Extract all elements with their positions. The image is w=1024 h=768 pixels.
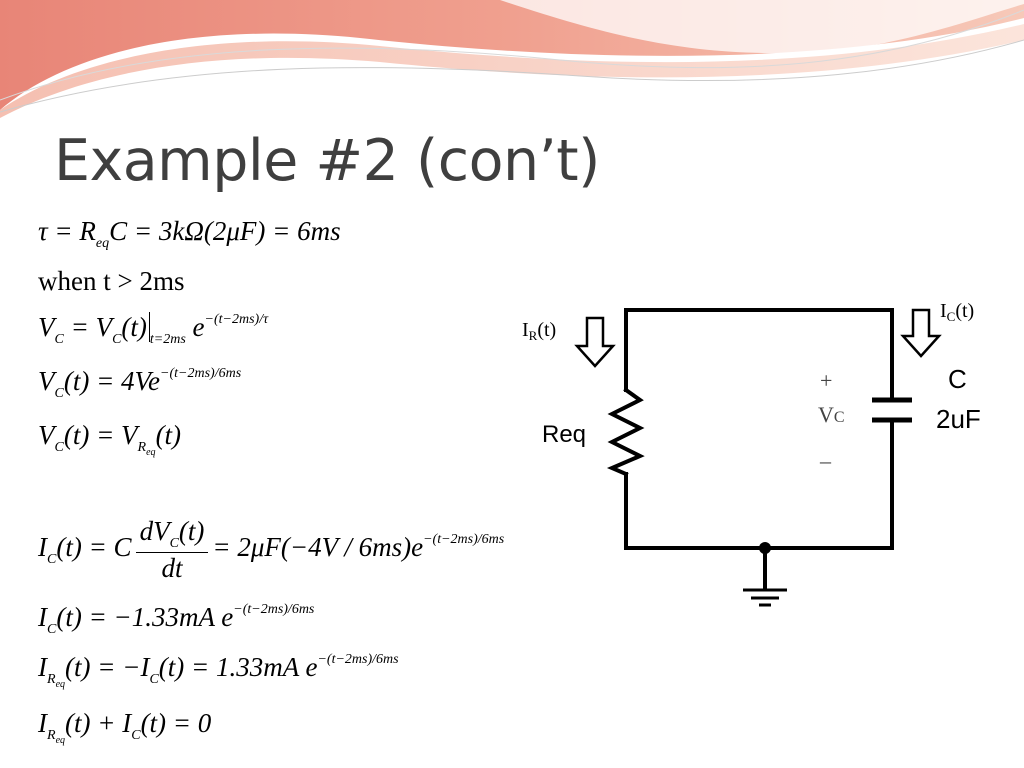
eq-irv-rhs: (t) = 1.33mA e (158, 652, 318, 682)
equation-ic-value: IC(t) = −1.33mA e−(t−2ms)/6ms (38, 602, 314, 638)
eq-irv-sup: −(t−2ms)/6ms (317, 652, 399, 667)
eq-vcdef-sup: −(t−2ms)/τ (204, 312, 269, 327)
eq-icv-rhs: (t) = −1.33mA e (56, 602, 234, 632)
eq-irv-subsub: eq (55, 679, 66, 690)
eq-sum-sub: R (47, 728, 56, 743)
resistor-zigzag (606, 387, 645, 477)
eq-sum-mid: (t) + I (65, 708, 132, 738)
eq-vcvr-subsub: eq (146, 447, 156, 458)
equation-when: when t > 2ms (38, 266, 184, 297)
eq-vcvr-sub2: R (137, 440, 147, 455)
eq-vcvr-v: V (38, 420, 55, 450)
eq-vcdef-eval: t=2ms (149, 332, 186, 347)
eq-tau-lhs: τ = R (38, 216, 96, 246)
equation-vc-vreq: VC(t) = VReq(t) (38, 420, 181, 458)
eq-irv-sub2: C (149, 672, 159, 687)
eq-sum-rhs: (t) = 0 (140, 708, 212, 738)
eq-vcdef-t: (t) (121, 312, 147, 342)
eq-icd-num-sub: C (169, 536, 179, 551)
ground-node (759, 542, 771, 554)
header-banner (0, 0, 1024, 118)
vc-label: VC (818, 402, 845, 427)
eq-vcdef-sub2: C (112, 332, 122, 347)
capacitor-name: C (948, 364, 967, 394)
ic-label: IC(t) (940, 300, 974, 324)
eq-icd-c: (t) = C (56, 532, 132, 563)
req-label: Req (542, 421, 586, 448)
eq-tau-rhs: C = 3kΩ(2μF) = 6ms (109, 216, 341, 246)
eq-icv-i: I (38, 602, 47, 632)
eq-vc-sub: C (54, 386, 64, 401)
banner-line-1 (0, 9, 1024, 101)
ir-label: IR(t) (522, 319, 556, 343)
banner-band-light (0, 24, 1024, 118)
eq-vcvr-t: (t) (155, 420, 182, 450)
eq-icd-rhs: = 2μF(−4V / 6ms)e (212, 532, 424, 563)
eq-sum-i: I (38, 708, 47, 738)
ic-arrow-icon (900, 308, 942, 358)
eq-irv-i: I (38, 652, 47, 682)
eq-tau-sub: eq (95, 236, 110, 251)
eq-icv-sub: C (47, 622, 57, 637)
eq-irv-mid: (t) = −I (65, 652, 150, 682)
eq-when-text: when t > 2ms (38, 266, 185, 296)
eq-icd-sub: C (47, 552, 57, 568)
capacitor-value: 2uF (936, 404, 981, 434)
derivative-fraction: dVC(t) dt (135, 516, 209, 584)
eq-sum-sub2: C (131, 728, 141, 743)
equation-vc-value: VC(t) = 4Ve−(t−2ms)/6ms (38, 366, 241, 402)
eval-bar (148, 312, 150, 342)
slide-title: Example #2 (con’t) (54, 128, 600, 194)
eq-vc-sup: −(t−2ms)/6ms (160, 366, 242, 381)
ir-arrow-icon (574, 316, 616, 368)
equation-current-sum: IReq(t) + IC(t) = 0 (38, 708, 211, 746)
eq-vcvr-sub1: C (54, 440, 64, 455)
eq-vcdef-exp: e (185, 312, 205, 342)
eq-vc-rhs: (t) = 4Ve (63, 366, 161, 396)
eq-icd-sup: −(t−2ms)/6ms (423, 532, 505, 548)
eq-icd-i: I (38, 532, 47, 563)
equation-vc-definition: VC = VC(t)t=2ms e−(t−2ms)/τ (38, 312, 268, 348)
equation-tau: τ = ReqC = 3kΩ(2μF) = 6ms (38, 216, 341, 252)
eq-icd-num: dV (139, 516, 170, 546)
vc-minus: – (819, 448, 832, 473)
eq-icd-den: dt (161, 553, 183, 583)
eq-icv-sup: −(t−2ms)/6ms (233, 602, 315, 617)
rc-circuit-diagram: IR(t) IC(t) Req C 2uF + VC – (522, 300, 981, 607)
vc-plus: + (820, 368, 832, 393)
eq-sum-subsub: eq (55, 735, 66, 746)
eq-irv-sub: R (47, 672, 56, 687)
eq-vcdef-sub1: C (54, 332, 64, 347)
eq-vcvr-mid: (t) = V (63, 420, 138, 450)
banner-line-2 (0, 39, 1024, 113)
eq-vcdef-v1: V (38, 312, 55, 342)
eq-vcdef-v2: = V (63, 312, 113, 342)
eq-vc-v: V (38, 366, 55, 396)
equation-ireq-value: IReq(t) = −IC(t) = 1.33mA e−(t−2ms)/6ms (38, 652, 399, 690)
eq-icd-num-tail: (t) (178, 516, 205, 546)
banner-white-swoosh (500, 0, 1024, 54)
